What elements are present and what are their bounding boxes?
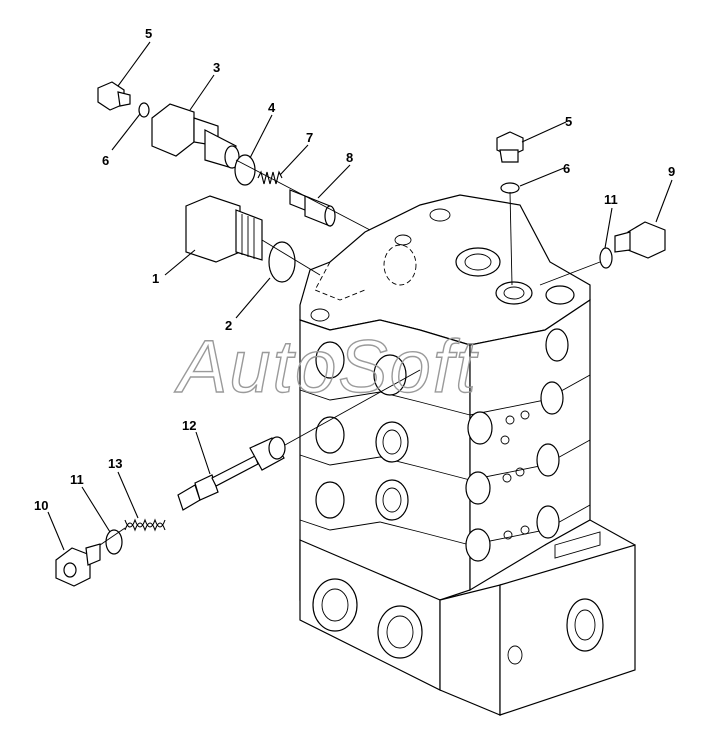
part-3-relief-valve [151, 103, 240, 169]
callout-5: 5 [565, 114, 572, 129]
part-13-spring [124, 522, 166, 532]
part-7-spring [257, 170, 283, 185]
callout-6: 6 [563, 161, 570, 176]
callout-6: 6 [102, 153, 109, 168]
callout-12: 12 [182, 418, 196, 433]
callout-4: 4 [268, 100, 276, 115]
part-8-poppet [289, 189, 336, 227]
control-valve-body [299, 194, 636, 716]
callout-9: 9 [668, 164, 675, 179]
callout-2: 2 [225, 318, 232, 333]
callout-11: 11 [70, 472, 84, 487]
part-6-o-ring-right [500, 182, 520, 194]
part-9-plug-right [614, 221, 666, 259]
part-2-o-ring-large [268, 241, 296, 283]
callout-8: 8 [346, 150, 353, 165]
callout-labels: 1 2 3 4 5 5 6 6 7 8 9 10 11 11 12 13 [34, 26, 675, 513]
callout-1: 1 [152, 271, 159, 286]
part-1-large-plug [185, 195, 263, 263]
callout-5: 5 [145, 26, 152, 41]
part-11-o-ring-left [105, 529, 123, 555]
part-5-plug-top-left [97, 81, 131, 111]
part-4-o-ring [234, 154, 256, 186]
leader-lines [47, 41, 673, 551]
callout-13: 13 [108, 456, 122, 471]
watermark-logo: AutoSoft [174, 325, 479, 408]
callout-7: 7 [306, 130, 313, 145]
part-10-plug-bottom-left [55, 543, 101, 587]
part-12-spool [177, 436, 286, 511]
callout-11: 11 [604, 192, 618, 207]
part-5-plug-right [496, 131, 524, 163]
callout-3: 3 [213, 60, 220, 75]
part-6-o-ring-top-left [138, 102, 150, 118]
callout-10: 10 [34, 498, 48, 513]
part-11-o-ring-right [599, 247, 613, 269]
